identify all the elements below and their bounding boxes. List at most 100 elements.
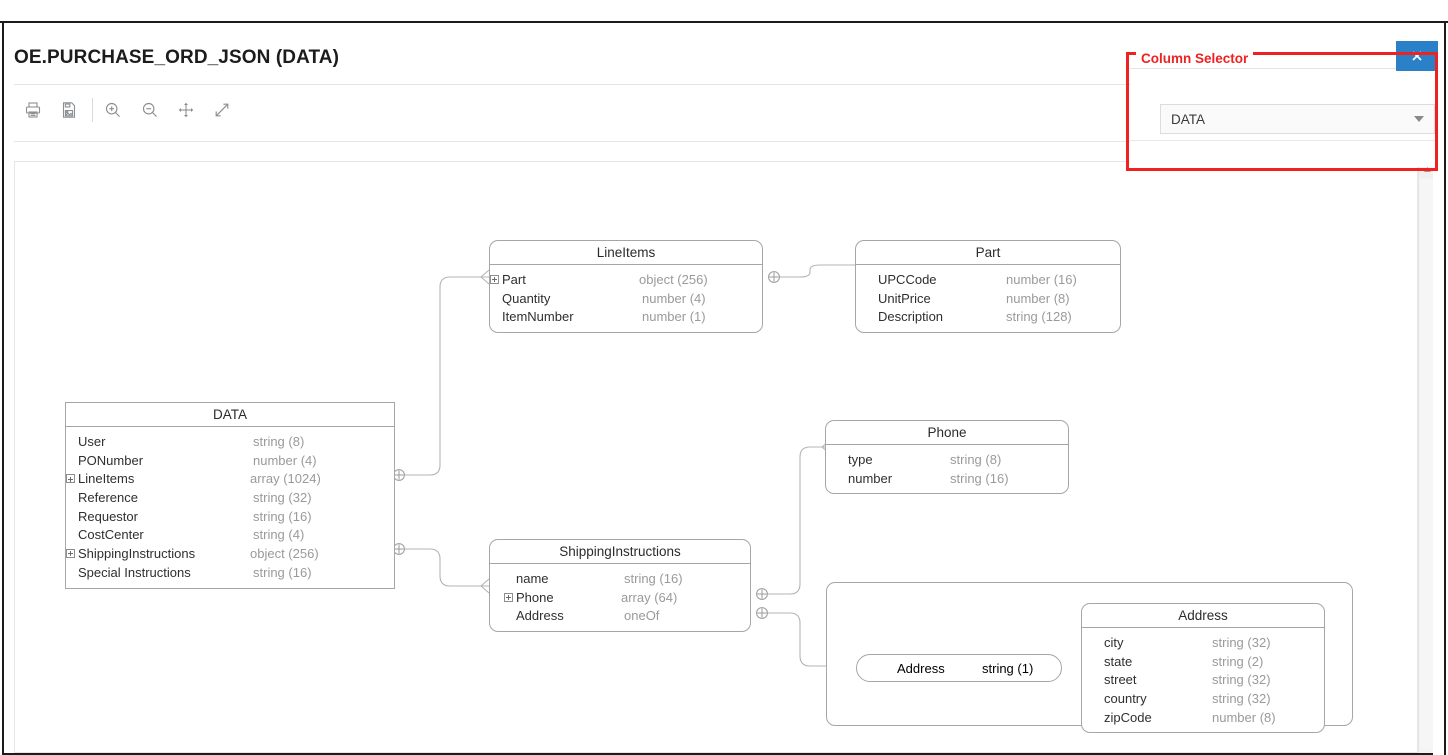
entity-row[interactable]: LineItems array (1024) [66, 469, 394, 488]
entity-data[interactable]: DATA User string (8) PONumber number (4) [65, 402, 395, 589]
row-type: string (16) [624, 570, 683, 586]
row-type: string (16) [950, 470, 1009, 486]
entity-row[interactable]: type string (8) [826, 450, 1068, 469]
vertical-scrollbar[interactable] [1418, 161, 1435, 753]
entity-row[interactable]: city string (32) [1082, 633, 1324, 652]
entity-rows: city string (32) state string (2) street [1082, 628, 1324, 732]
expand-icon [213, 101, 231, 119]
zoom-out-icon [141, 101, 159, 119]
entity-shippinginstructions[interactable]: ShippingInstructions name string (16) Ph… [489, 539, 751, 633]
entity-row[interactable]: Special Instructions string (16) [66, 563, 394, 582]
row-type: oneOf [624, 608, 660, 624]
caret-up-icon [1423, 167, 1431, 172]
entity-title: ShippingInstructions [490, 540, 750, 564]
row-label: LineItems [78, 471, 135, 487]
scrollbar-thumb[interactable] [1420, 179, 1434, 749]
pill-type: string (1) [982, 660, 1034, 676]
address-scalar-pill[interactable]: Address string (1) [856, 654, 1062, 682]
print-icon [24, 101, 42, 119]
diagram-surface: DATA User string (8) PONumber number (4) [15, 162, 1417, 752]
row-label: city [1104, 634, 1124, 650]
page-title: OE.PURCHASE_ORD_JSON (DATA) [14, 47, 340, 68]
row-label: Description [878, 309, 944, 325]
expand-plus-icon[interactable] [66, 548, 75, 558]
entity-title: DATA [66, 403, 394, 427]
zoom-in-button[interactable] [96, 93, 130, 127]
entity-row[interactable]: Phone array (64) [490, 588, 750, 607]
column-select-dropdown[interactable]: DATA [1160, 104, 1435, 134]
save-image-button[interactable] [52, 93, 86, 127]
row-label: Requestor [78, 508, 138, 524]
row-type: array (64) [621, 589, 678, 605]
entity-row[interactable]: country string (32) [1082, 689, 1324, 708]
row-label: User [78, 433, 106, 449]
entity-row[interactable]: name string (16) [490, 569, 750, 588]
entity-address[interactable]: Address city string (32) state string (2… [1081, 603, 1325, 734]
panel-divider-top [1130, 68, 1435, 69]
entity-part[interactable]: Part UPCCode number (16) UnitPrice numbe… [855, 240, 1121, 334]
save-image-icon [60, 101, 78, 119]
entity-row[interactable]: number string (16) [826, 469, 1068, 488]
diagram-window: OE.PURCHASE_ORD_JSON (DATA) [2, 23, 1446, 755]
pan-button[interactable] [169, 93, 203, 127]
row-type: number (4) [642, 290, 706, 306]
row-label: ItemNumber [502, 309, 574, 325]
entity-row[interactable]: zipCode number (8) [1082, 708, 1324, 727]
entity-row[interactable]: Address oneOf [490, 606, 750, 625]
title-divider [14, 84, 1438, 85]
entity-row[interactable]: ShippingInstructions object (256) [66, 544, 394, 563]
top-divider [0, 21, 1448, 23]
row-type: array (1024) [250, 471, 321, 487]
row-label: Special Instructions [78, 564, 191, 580]
row-label: state [1104, 653, 1133, 669]
row-label: zipCode [1104, 709, 1152, 725]
row-type: string (8) [950, 451, 1002, 467]
row-label: street [1104, 672, 1137, 688]
entity-row[interactable]: User string (8) [66, 432, 394, 451]
entity-row[interactable]: Part object (256) [490, 270, 762, 289]
expand-button[interactable] [205, 93, 239, 127]
print-button[interactable] [16, 93, 50, 127]
entity-row[interactable]: UnitPrice number (8) [856, 289, 1120, 308]
row-type: number (8) [1006, 290, 1070, 306]
entity-rows: type string (8) number string (16) [826, 445, 1068, 493]
row-type: number (4) [253, 452, 317, 468]
row-label: CostCenter [78, 527, 144, 543]
entity-row[interactable]: Description string (128) [856, 307, 1120, 326]
entity-row[interactable]: Quantity number (4) [490, 289, 762, 308]
entity-rows: UPCCode number (16) UnitPrice number (8)… [856, 265, 1120, 332]
entity-lineitems[interactable]: LineItems Part object (256) Quantity num… [489, 240, 763, 334]
entity-row[interactable]: PONumber number (4) [66, 451, 394, 470]
expand-plus-icon[interactable] [504, 592, 513, 602]
column-select-value: DATA [1171, 111, 1206, 127]
diagram-canvas[interactable]: DATA User string (8) PONumber number (4) [14, 161, 1418, 753]
zoom-out-button[interactable] [133, 93, 167, 127]
entity-row[interactable]: Reference string (32) [66, 488, 394, 507]
row-label: UPCCode [878, 271, 937, 287]
toolbar-divider [14, 141, 1438, 142]
row-type: string (32) [253, 489, 312, 505]
entity-row[interactable]: CostCenter string (4) [66, 525, 394, 544]
pan-icon [177, 101, 195, 119]
row-label: PONumber [78, 452, 144, 468]
expand-plus-icon[interactable] [490, 274, 499, 284]
entity-row[interactable]: Requestor string (16) [66, 507, 394, 526]
row-label: Quantity [502, 290, 551, 306]
entity-row[interactable]: ItemNumber number (1) [490, 307, 762, 326]
close-button[interactable] [1396, 41, 1438, 71]
entity-title: LineItems [490, 241, 762, 265]
row-type: string (16) [253, 564, 312, 580]
row-label: Phone [516, 589, 554, 605]
row-label: country [1104, 690, 1147, 706]
close-icon [1412, 51, 1422, 61]
entity-title: Part [856, 241, 1120, 265]
row-label: name [516, 570, 549, 586]
entity-phone[interactable]: Phone type string (8) number string (16) [825, 420, 1069, 495]
top-strip [0, 0, 1448, 21]
row-type: string (8) [253, 433, 305, 449]
entity-row[interactable]: street string (32) [1082, 670, 1324, 689]
expand-plus-icon[interactable] [66, 474, 75, 484]
entity-row[interactable]: UPCCode number (16) [856, 270, 1120, 289]
row-type: string (32) [1212, 672, 1271, 688]
entity-row[interactable]: state string (2) [1082, 652, 1324, 671]
